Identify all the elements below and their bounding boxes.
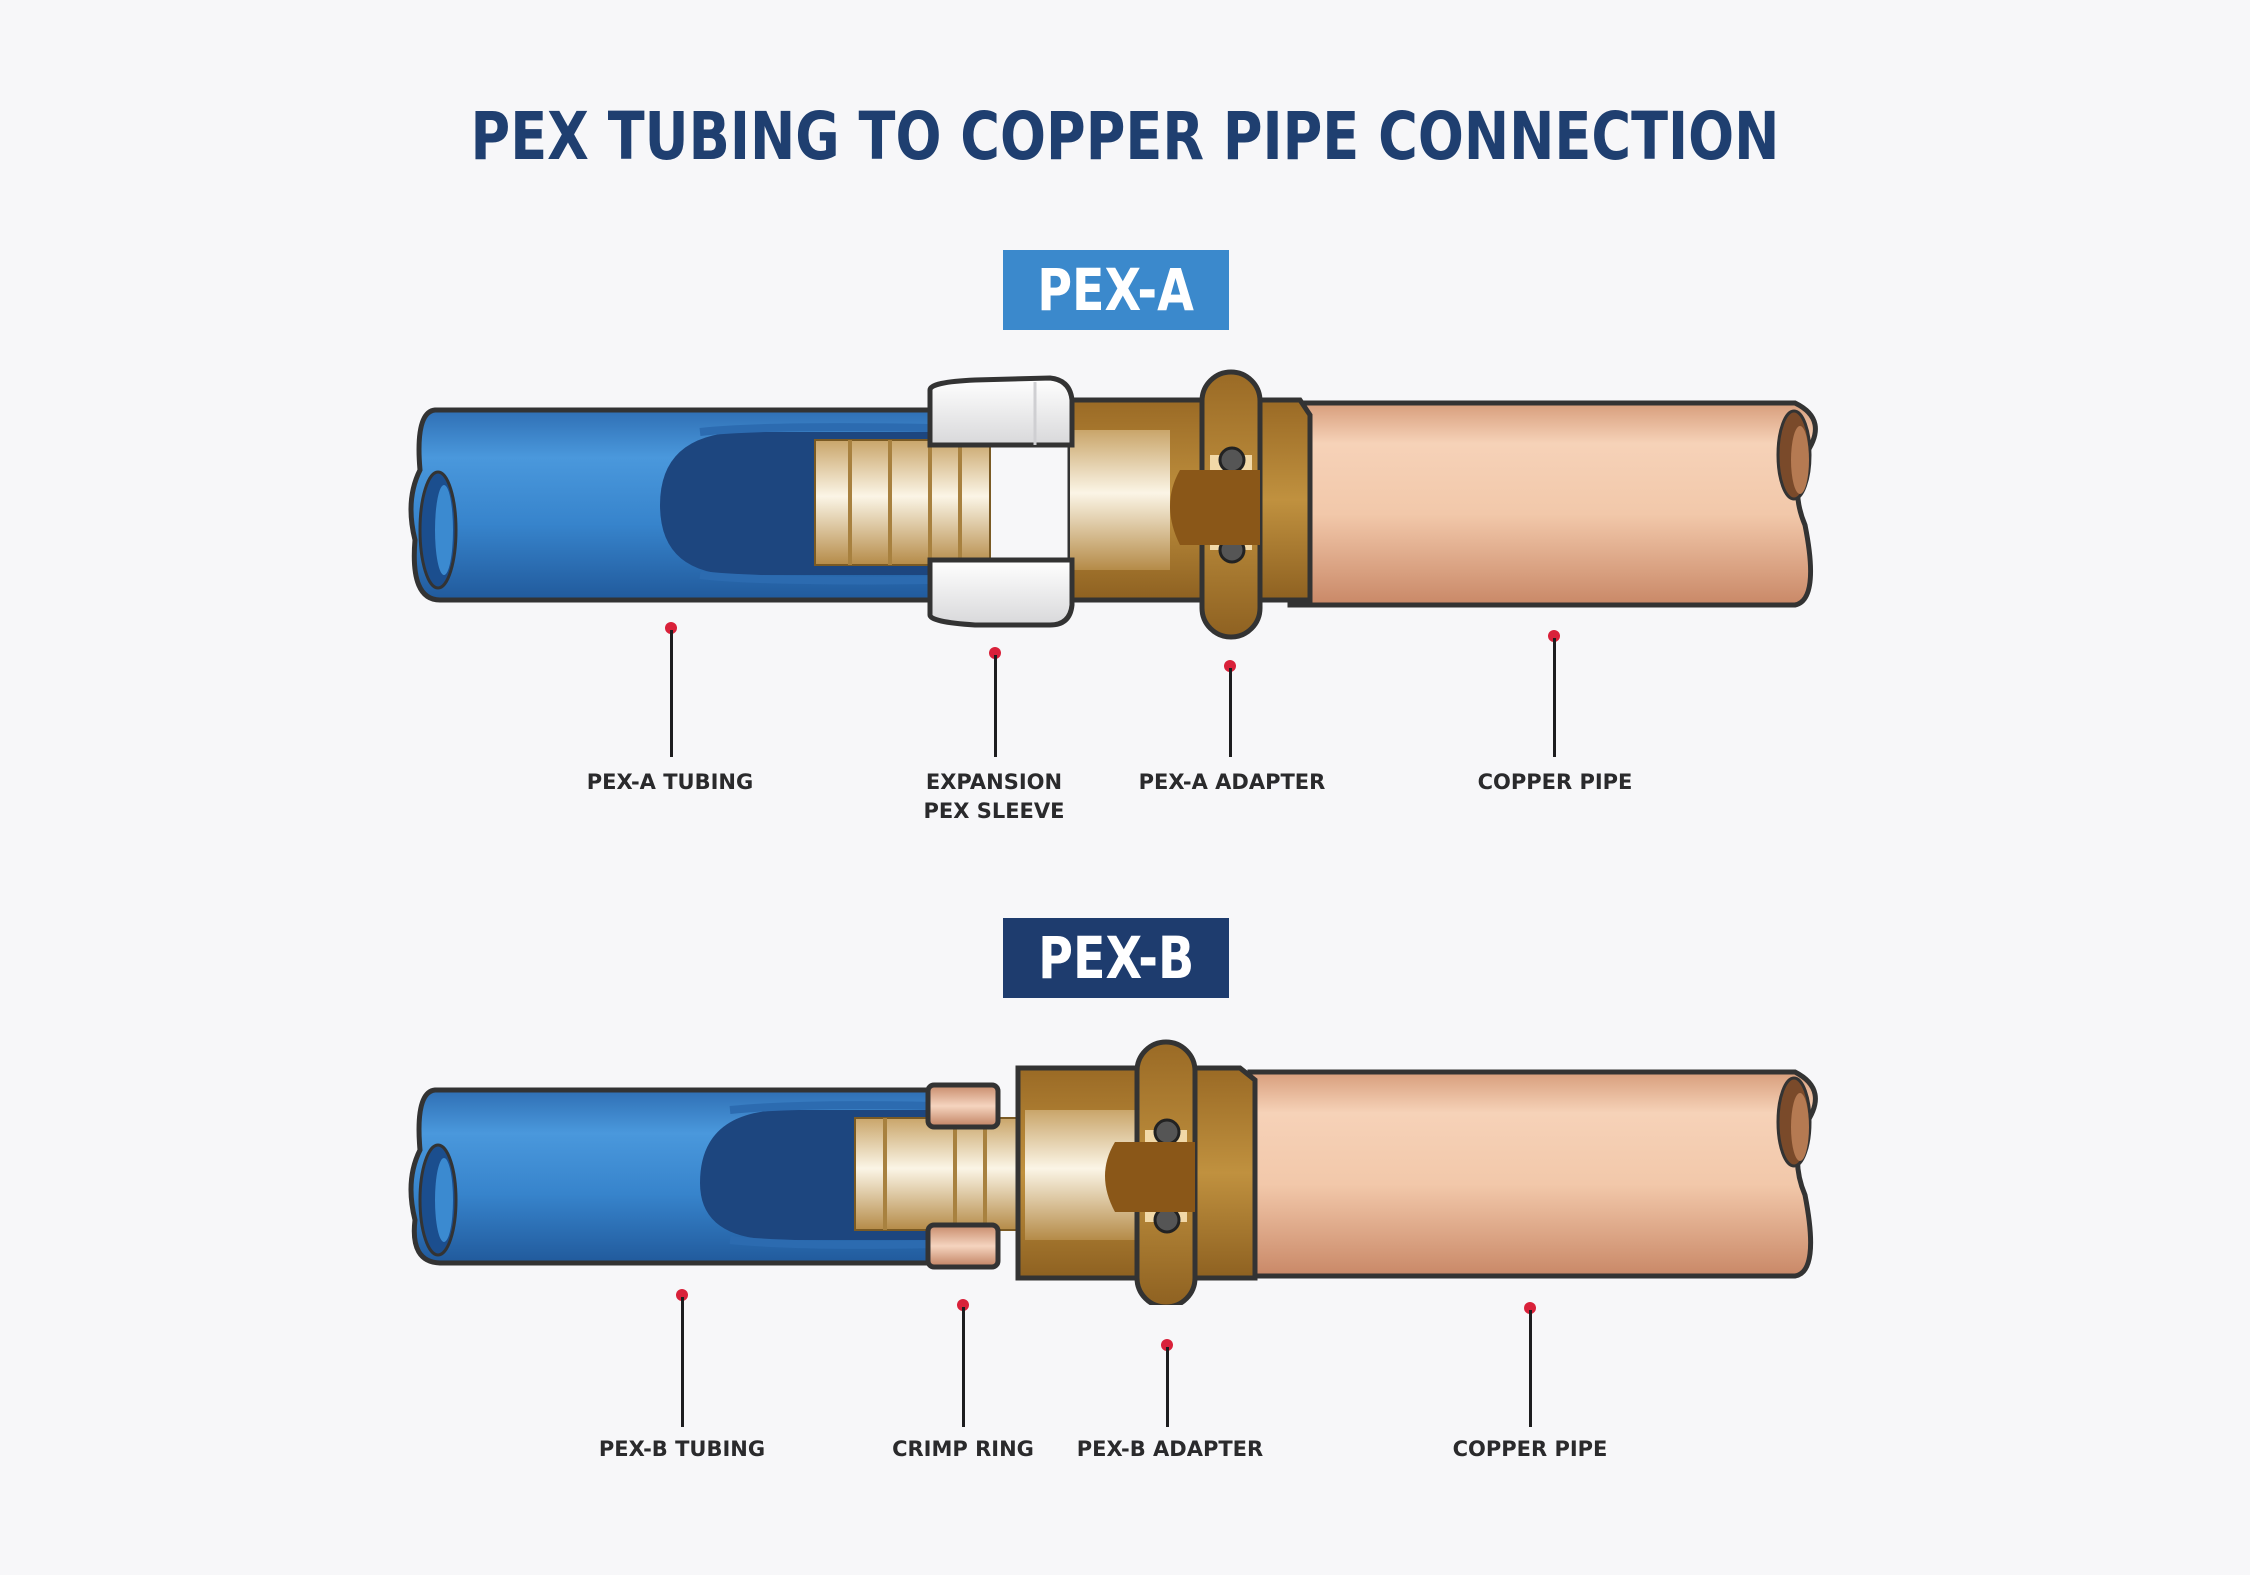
callout-dot-pex-a-tubing — [665, 622, 677, 634]
label-expansion-pex-sleeve: EXPANSION PEX SLEEVE — [923, 770, 1065, 823]
callout-dot-pex-a-adapter — [1224, 660, 1236, 672]
pex-a-connection-diagram — [408, 369, 1818, 640]
callout-line-expansion-sleeve — [994, 655, 997, 757]
callout-line-pex-b-tubing — [681, 1297, 684, 1427]
label-pex-b-adapter: PEX-B ADAPTER — [1076, 1437, 1264, 1461]
pex-a-badge: PEX-A — [1003, 250, 1229, 330]
pex-b-brass-insert — [854, 1117, 1026, 1231]
callout-line-copper-pipe-b — [1529, 1310, 1532, 1427]
pex-a-o-ring-top — [1218, 446, 1246, 474]
expansion-pex-sleeve — [927, 375, 1075, 448]
copper-pipe-b — [1247, 1069, 1818, 1279]
callout-dot-pex-b-tubing — [676, 1289, 688, 1301]
label-crimp-ring: CRIMP RING — [892, 1437, 1034, 1461]
copper-pipe-a — [1287, 400, 1818, 608]
callout-line-copper-pipe-a — [1553, 638, 1556, 757]
callout-dot-copper-pipe-b — [1524, 1302, 1536, 1314]
pex-b-badge: PEX-B — [1003, 918, 1229, 998]
pex-a-badge-label: PEX-A — [1037, 256, 1195, 324]
crimp-ring — [925, 1082, 1001, 1130]
callout-dot-crimp-ring — [957, 1299, 969, 1311]
label-pex-a-adapter: PEX-A ADAPTER — [1138, 770, 1326, 794]
callout-dot-copper-pipe-a — [1548, 630, 1560, 642]
pex-a-brass-insert — [814, 439, 991, 566]
callout-line-pex-b-adapter — [1166, 1347, 1169, 1427]
pex-b-connection-diagram — [408, 1039, 1818, 1305]
callout-line-pex-a-adapter — [1229, 668, 1232, 757]
pex-b-badge-label: PEX-B — [1037, 924, 1195, 992]
label-copper-pipe-a: COPPER PIPE — [1477, 770, 1633, 794]
label-pex-b-tubing: PEX-B TUBING — [598, 1437, 766, 1461]
pex-b-o-ring-top — [1153, 1118, 1181, 1146]
callout-dot-pex-b-adapter — [1161, 1339, 1173, 1351]
callout-line-pex-a-tubing — [670, 630, 673, 757]
callout-line-crimp-ring — [962, 1307, 965, 1427]
label-copper-pipe-b: COPPER PIPE — [1452, 1437, 1608, 1461]
label-pex-a-tubing: PEX-A TUBING — [586, 770, 754, 794]
callout-dot-expansion-sleeve — [989, 647, 1001, 659]
page-title: PEX TUBING TO COPPER PIPE CONNECTION — [470, 98, 1780, 175]
